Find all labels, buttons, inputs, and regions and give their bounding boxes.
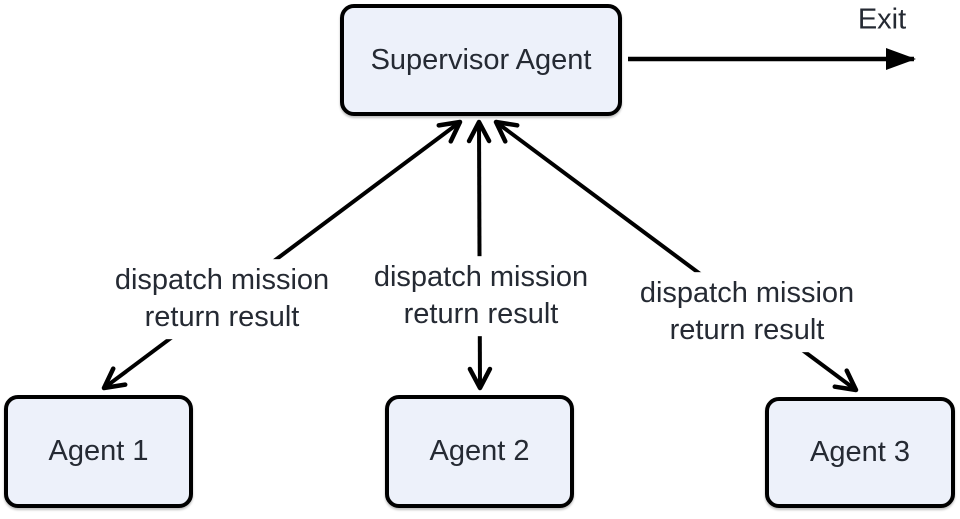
node-agent-1-label: Agent 1 xyxy=(48,435,149,467)
edge-label-supervisor-agent3: dispatch mission return result xyxy=(633,272,861,352)
edge-label-line-dispatch: dispatch mission xyxy=(639,277,855,310)
node-agent-3-label: Agent 3 xyxy=(810,436,910,468)
edge-label-line-return: return result xyxy=(669,314,825,346)
edge-label-supervisor-agent1: dispatch mission return result xyxy=(108,259,336,339)
node-agent-2: Agent 2 xyxy=(385,395,574,508)
node-supervisor-agent: Supervisor Agent xyxy=(340,4,622,116)
edge-label-line-return: return result xyxy=(403,298,559,330)
edge-supervisor-agent2 xyxy=(466,119,493,391)
node-agent-1: Agent 1 xyxy=(4,395,193,508)
node-agent-3: Agent 3 xyxy=(765,397,955,508)
edge-label-line-return: return result xyxy=(144,301,300,333)
exit-label: Exit xyxy=(857,3,907,37)
edge-label-line-dispatch: dispatch mission xyxy=(373,261,589,294)
edge-supervisor-agent1 xyxy=(101,119,463,391)
edge-label-line-dispatch: dispatch mission xyxy=(114,264,330,297)
edge-label-supervisor-agent2: dispatch mission return result xyxy=(367,256,595,336)
node-agent-2-label: Agent 2 xyxy=(429,435,530,467)
node-supervisor-agent-label: Supervisor Agent xyxy=(370,43,592,76)
